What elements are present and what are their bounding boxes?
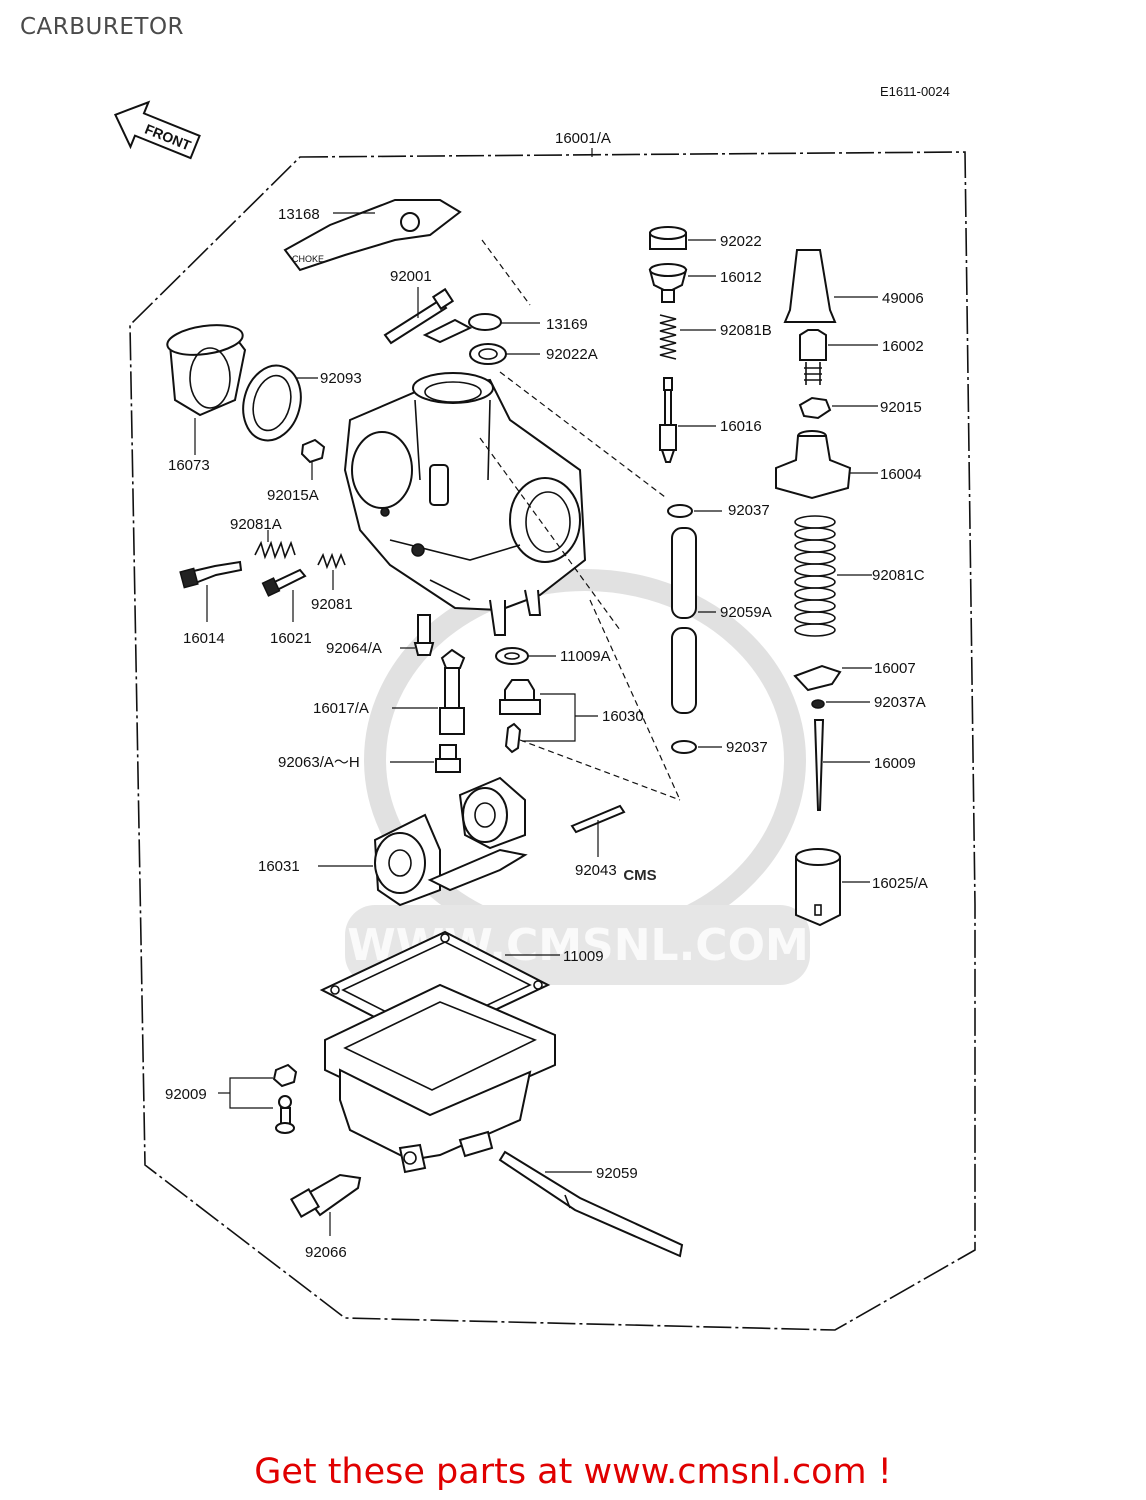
callout-92022A: 92022A — [546, 346, 598, 363]
drain-screw-92066 — [289, 1173, 362, 1219]
callout-49006: 49006 — [882, 290, 924, 307]
spring-92081 — [317, 552, 346, 570]
main-jet-92063 — [435, 744, 461, 773]
callout-92059A: 92059A — [720, 604, 772, 621]
callout-16016: 16016 — [720, 418, 762, 435]
callout-92063A-H: 92063/A～H — [278, 754, 360, 771]
assembly-label: 16001/A — [555, 130, 611, 147]
callout-16073: 16073 — [168, 457, 210, 474]
plate-13169 — [422, 318, 473, 344]
callout-16017A: 16017/A — [313, 700, 369, 717]
jet-92064A — [413, 614, 435, 656]
callout-11009: 11009 — [563, 948, 604, 965]
callout-92037-top: 92037 — [728, 502, 770, 519]
callout-16025A: 16025/A — [872, 875, 928, 892]
callout-92015: 92015 — [880, 399, 922, 416]
clip-92037-bottom — [671, 740, 697, 754]
page-title: CARBURETOR — [20, 14, 185, 40]
cap-16012 — [648, 263, 688, 303]
clamp-92093 — [242, 364, 302, 442]
screw-16021 — [261, 568, 307, 597]
clip-92037-top — [667, 504, 693, 518]
clip-92037A — [811, 699, 825, 709]
callout-92037A: 92037A — [874, 694, 926, 711]
callout-92064A: 92064/A — [326, 640, 382, 657]
sleeve-16073 — [166, 324, 247, 417]
assembly-boundary — [129, 151, 976, 1331]
callout-16004: 16004 — [880, 466, 922, 483]
callout-92059: 92059 — [596, 1165, 638, 1182]
retainer-16007 — [793, 664, 842, 692]
callout-92009: 92009 — [165, 1086, 207, 1103]
callout-16031: 16031 — [258, 858, 300, 875]
callout-16014: 16014 — [183, 630, 225, 647]
screws-92009 — [272, 1063, 298, 1134]
callout-11009A: 11009A — [560, 648, 611, 665]
callout-16021: 16021 — [270, 630, 312, 647]
washer-92022A — [469, 343, 507, 365]
callout-16002: 16002 — [882, 338, 924, 355]
callout-92081C: 92081C — [872, 567, 925, 584]
spring-92081A — [254, 540, 296, 560]
diagram-code: E1611-0024 — [880, 84, 950, 99]
svg-text:CHOKE: CHOKE — [292, 254, 324, 264]
cmsnl-watermark: CMS WWW.CMSNL.COM — [345, 569, 810, 985]
callout-92001: 92001 — [390, 268, 432, 285]
rod-16016 — [659, 377, 677, 463]
nut-92015A — [300, 438, 326, 464]
float-valve-16030 — [499, 679, 541, 754]
callout-92081B: 92081B — [720, 322, 772, 339]
callout-13169: 13169 — [546, 316, 588, 333]
callout-92043: 92043 — [575, 862, 617, 879]
front-arrow: FRONT — [113, 100, 201, 160]
screw-92001 — [383, 287, 455, 345]
callout-92066: 92066 — [305, 1244, 347, 1261]
boot-49006 — [783, 249, 837, 323]
callout-92093: 92093 — [320, 370, 362, 387]
callout-13168: 13168 — [278, 206, 320, 223]
spring-92081C — [794, 515, 836, 637]
footer-cta-link[interactable]: Get these parts at www.cmsnl.com ! — [254, 1452, 892, 1492]
nut-92015 — [798, 396, 832, 420]
adjuster-16002 — [799, 329, 827, 385]
callout-92037-bottom: 92037 — [726, 739, 768, 756]
slide-16025A — [795, 848, 841, 927]
cap-92022 — [649, 226, 687, 250]
callout-16007: 16007 — [874, 660, 916, 677]
callout-92022: 92022 — [720, 233, 762, 250]
pin-92043 — [570, 804, 626, 834]
callout-16009: 16009 — [874, 755, 916, 772]
watermark-logo: CMS — [623, 867, 656, 884]
callout-92015A: 92015A — [267, 487, 319, 504]
needle-jet-16017A — [439, 648, 466, 735]
callout-16012: 16012 — [720, 269, 762, 286]
gasket-11009A — [495, 647, 529, 665]
screw-16014 — [179, 560, 243, 589]
tube-92059A — [671, 527, 697, 714]
callout-16030: 16030 — [602, 708, 644, 725]
float-bowl — [324, 983, 556, 1174]
drain-tube-92059 — [498, 1150, 684, 1258]
spring-92081B — [659, 314, 677, 360]
callout-92081A: 92081A — [230, 516, 282, 533]
callout-92081: 92081 — [311, 596, 353, 613]
carburetor-exploded-diagram: CMS WWW.CMSNL.COM E1611-0024 FRONT 16001… — [113, 84, 976, 1331]
carburetor-body — [343, 372, 587, 636]
top-cap-16004 — [775, 430, 852, 500]
needle-16009 — [813, 719, 825, 811]
float-16031 — [373, 776, 528, 907]
